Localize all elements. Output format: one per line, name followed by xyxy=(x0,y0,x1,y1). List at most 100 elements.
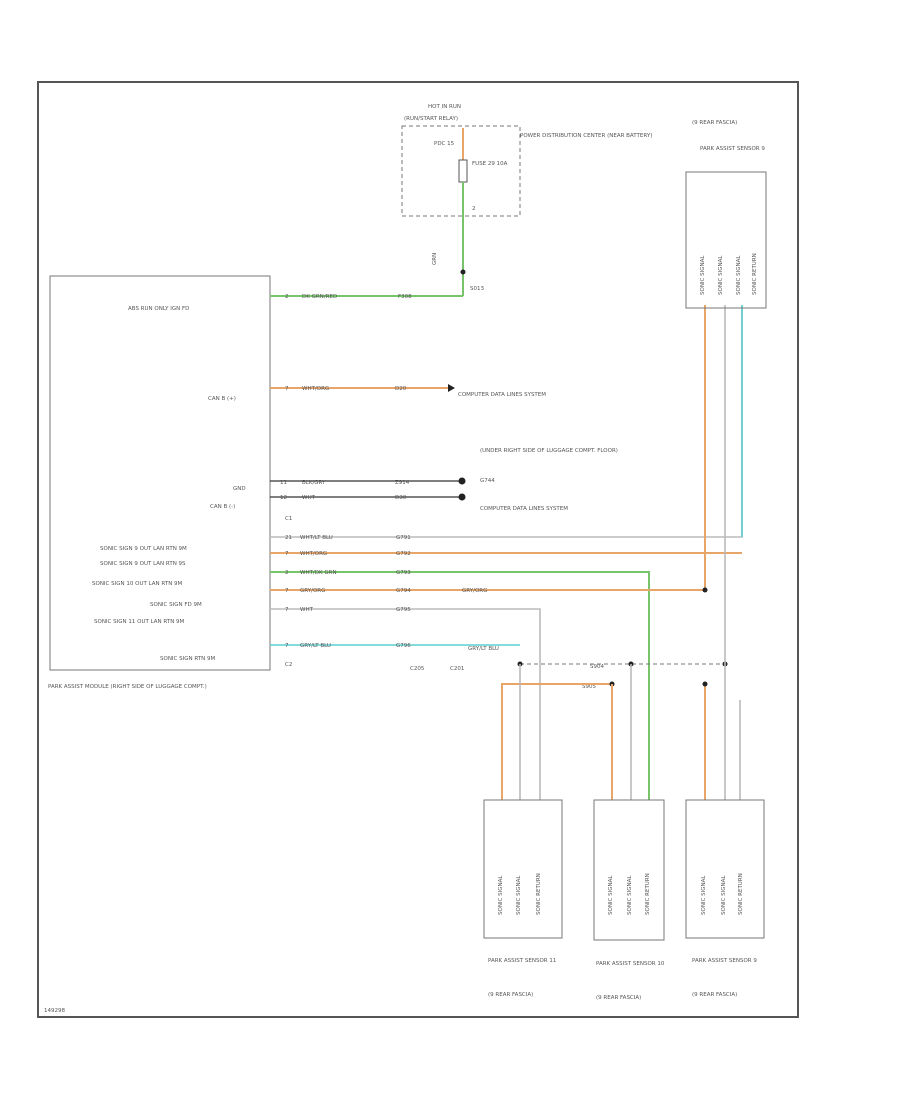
data-link-dot-2 xyxy=(458,493,466,501)
sensor-11-pin-1: SONIC SIGNAL xyxy=(498,875,504,915)
module-pin-canb-plus: CAN B (+) xyxy=(208,396,236,402)
sonic-wire-2-color: WHT/ORG xyxy=(300,551,327,557)
fuse-box-outline xyxy=(401,125,521,217)
sensor-top-pin-1: SONIC SIGNAL xyxy=(700,255,706,295)
sonic-wire-5-circuit: G795 xyxy=(396,607,411,613)
sonic-wire-1 xyxy=(270,305,743,538)
sensor-top-pin-3: SONIC SIGNAL xyxy=(736,255,742,295)
canb-plus-circuit: D20 xyxy=(395,386,407,392)
module-pin-canb-minus: CAN B (-) xyxy=(210,504,235,510)
sonic-wire-1-circuit: G791 xyxy=(396,535,411,541)
ground-wire-color: BLK/GRY xyxy=(302,480,326,486)
sensor-11-pin-2: SONIC SIGNAL xyxy=(516,875,522,915)
sensor-11-title: PARK ASSIST SENSOR 11 xyxy=(488,958,556,964)
canb-plus-color: WHT/ORG xyxy=(302,386,329,392)
sonic-wire-4-pin: 7 xyxy=(285,588,289,594)
data-link-label-1: COMPUTER DATA LINES SYSTEM xyxy=(458,392,546,398)
sonic-wire-4-circuit: G794 xyxy=(396,588,411,594)
sonic-wire-5-pin: 7 xyxy=(285,607,289,613)
sensor-9-pin-1: SONIC SIGNAL xyxy=(701,875,707,915)
connector-c2: C2 xyxy=(285,662,292,668)
sensor-top-pin-4: SONIC RETURN xyxy=(752,253,758,295)
fuse-hot-label: HOT IN RUN xyxy=(428,104,461,110)
connector-c201: C201 xyxy=(450,666,464,672)
connector-c205: C205 xyxy=(410,666,425,672)
fuse-symbol xyxy=(458,159,468,183)
sonic-wire-6-pin: 7 xyxy=(285,643,289,649)
sensor-11-pin-3: SONIC RETURN xyxy=(536,873,542,915)
fuse-relay-label: (RUN/START RELAY) xyxy=(404,116,458,122)
splice-s904: S904 xyxy=(590,664,604,670)
sonic-wire-3-circuit: G793 xyxy=(396,570,411,576)
sensor-10-title: PARK ASSIST SENSOR 10 xyxy=(596,961,665,967)
module-title: PARK ASSIST MODULE (RIGHT SIDE OF LUGGAG… xyxy=(48,684,207,690)
ground-g744-icon xyxy=(458,477,466,485)
splice-label: S013 xyxy=(470,286,484,292)
diagram-id: 149298 xyxy=(44,1008,65,1014)
module-pin-sonic-1: SONIC SIGN 9 OUT LAN RTN 9M xyxy=(100,546,187,552)
sensor-feed-orange xyxy=(501,683,612,800)
sonic-wire-2-circuit: G792 xyxy=(396,551,411,557)
ground-id: G744 xyxy=(480,478,495,484)
module-pin-sonic-5: SONIC SIGN 11 OUT LAN RTN 9M xyxy=(94,619,185,625)
sonic-wire-6-color-2: GRY/LT BLU xyxy=(468,646,499,652)
module-pin-sonic-4: SONIC SIGN FD 9M xyxy=(150,602,202,608)
fuse-label: FUSE 29 10A xyxy=(472,161,508,167)
module-pin-ign: ABS RUN ONLY IGN FD xyxy=(128,306,189,312)
data-link-arrow-1 xyxy=(448,384,455,392)
pdc-pin-label: PDC 15 xyxy=(434,141,455,147)
sensor-10-box xyxy=(593,799,665,941)
sonic-wire-1-pin: 21 xyxy=(285,535,292,541)
sonic-wire-4-color-2: GRY/ORG xyxy=(462,588,487,594)
sensor-10-pin-3: SONIC RETURN xyxy=(645,873,651,915)
park-assist-module xyxy=(49,275,271,671)
canb-plus-pin: 7 xyxy=(285,386,289,392)
sonic-wire-3-pin: 2 xyxy=(285,570,289,576)
module-gnd-label: GND xyxy=(233,486,246,492)
sonic-wire-2-pin: 7 xyxy=(285,551,289,557)
fuse-wire-label: GRN xyxy=(432,253,438,265)
sensor-9-pin-2: SONIC SIGNAL xyxy=(721,875,727,915)
sensor-top-title: PARK ASSIST SENSOR 9 xyxy=(700,146,765,152)
sonic-wire-3 xyxy=(270,571,650,800)
ign-wire-pin: 2 xyxy=(285,294,289,300)
canb-minus-color: WHT xyxy=(302,495,316,501)
sonic-wire-6-color: GRY/LT BLU xyxy=(300,643,331,649)
sensor-9-splice xyxy=(702,681,708,687)
sonic-wire-6-circuit: G796 xyxy=(396,643,411,649)
ground-note: (UNDER RIGHT SIDE OF LUGGAGE COMPT. FLOO… xyxy=(480,448,618,454)
ground-wire-circuit: Z914 xyxy=(395,480,410,486)
ground-wire-pin: 11 xyxy=(280,480,287,486)
sensor-9-location: (9 REAR FASCIA) xyxy=(692,992,737,998)
sonic-wire-4-color: GRY/ORG xyxy=(300,588,325,594)
sensor-10-location: (9 REAR FASCIA) xyxy=(596,995,641,1001)
sensor-top-box xyxy=(685,171,767,309)
sensor-top-location: (9 REAR FASCIA) xyxy=(692,120,737,126)
sensor-10-pin-2: SONIC SIGNAL xyxy=(627,875,633,915)
canb-minus-circuit: D30 xyxy=(395,495,407,501)
sensor-9-title: PARK ASSIST SENSOR 9 xyxy=(692,958,757,964)
sonic-wire-4-splice xyxy=(702,587,708,593)
connector-c1: C1 xyxy=(285,516,292,522)
sensor-9-box xyxy=(685,799,765,939)
sonic-wire-3-color: WHT/DK GRN xyxy=(300,570,337,576)
ign-wire-circuit: F308 xyxy=(398,294,412,300)
sensor-9-pin-3: SONIC RETURN xyxy=(738,873,744,915)
sensor-top-pin-2: SONIC SIGNAL xyxy=(718,255,724,295)
splice-s905: S905 xyxy=(582,684,596,690)
sonic-wire-5 xyxy=(270,608,541,800)
canb-minus-pin: 12 xyxy=(280,495,287,501)
data-link-label-2: COMPUTER DATA LINES SYSTEM xyxy=(480,506,568,512)
splice-dot xyxy=(460,269,466,275)
module-pin-sonic-rtn: SONIC SIGN RTN 9M xyxy=(160,656,216,662)
sensor-10-pin-1: SONIC SIGNAL xyxy=(608,875,614,915)
sonic-wire-1-color: WHT/LT BLU xyxy=(300,535,333,541)
ign-wire-color: DK GRN/RED xyxy=(302,294,337,300)
sensor-11-box xyxy=(483,799,563,939)
module-pin-sonic-3: SONIC SIGN 10 OUT LAN RTN 9M xyxy=(92,581,183,587)
sonic-wire-5-color: WHT xyxy=(300,607,314,613)
module-pin-sonic-2: SONIC SIGN 9 OUT LAN RTN 9S xyxy=(100,561,186,567)
fuse-pin-label: 2 xyxy=(472,206,476,212)
diagram-frame xyxy=(37,81,799,1018)
